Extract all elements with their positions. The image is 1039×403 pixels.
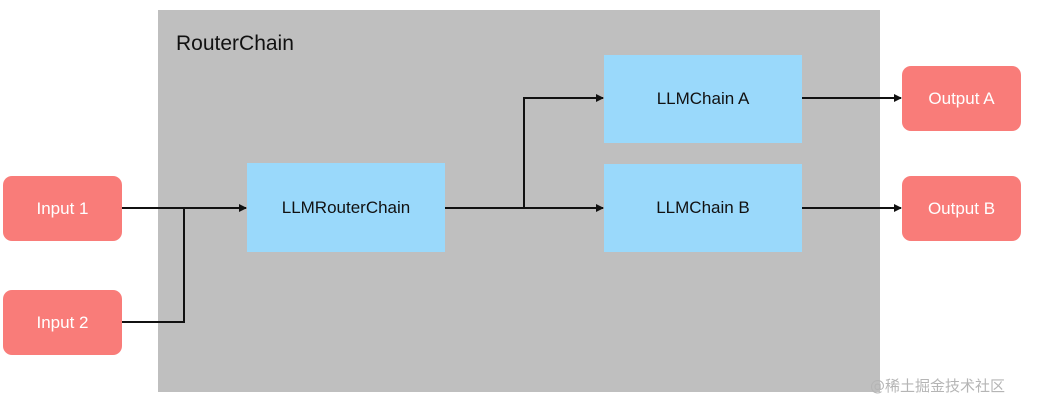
- input-1-node: Input 1: [3, 176, 122, 241]
- output-b-node: Output B: [902, 176, 1021, 241]
- output-a-node: Output A: [902, 66, 1021, 131]
- llm-chain-b-node: LLMChain B: [604, 164, 802, 252]
- container-title: RouterChain: [176, 32, 294, 55]
- llm-router-chain-node: LLMRouterChain: [247, 163, 445, 252]
- llm-chain-a-node: LLMChain A: [604, 55, 802, 143]
- watermark: @稀土掘金技术社区: [870, 377, 1006, 395]
- router-to-chain-a-arrow: [523, 94, 604, 208]
- input-2-to-router-line: [122, 208, 185, 323]
- input-2-node: Input 2: [3, 290, 122, 355]
